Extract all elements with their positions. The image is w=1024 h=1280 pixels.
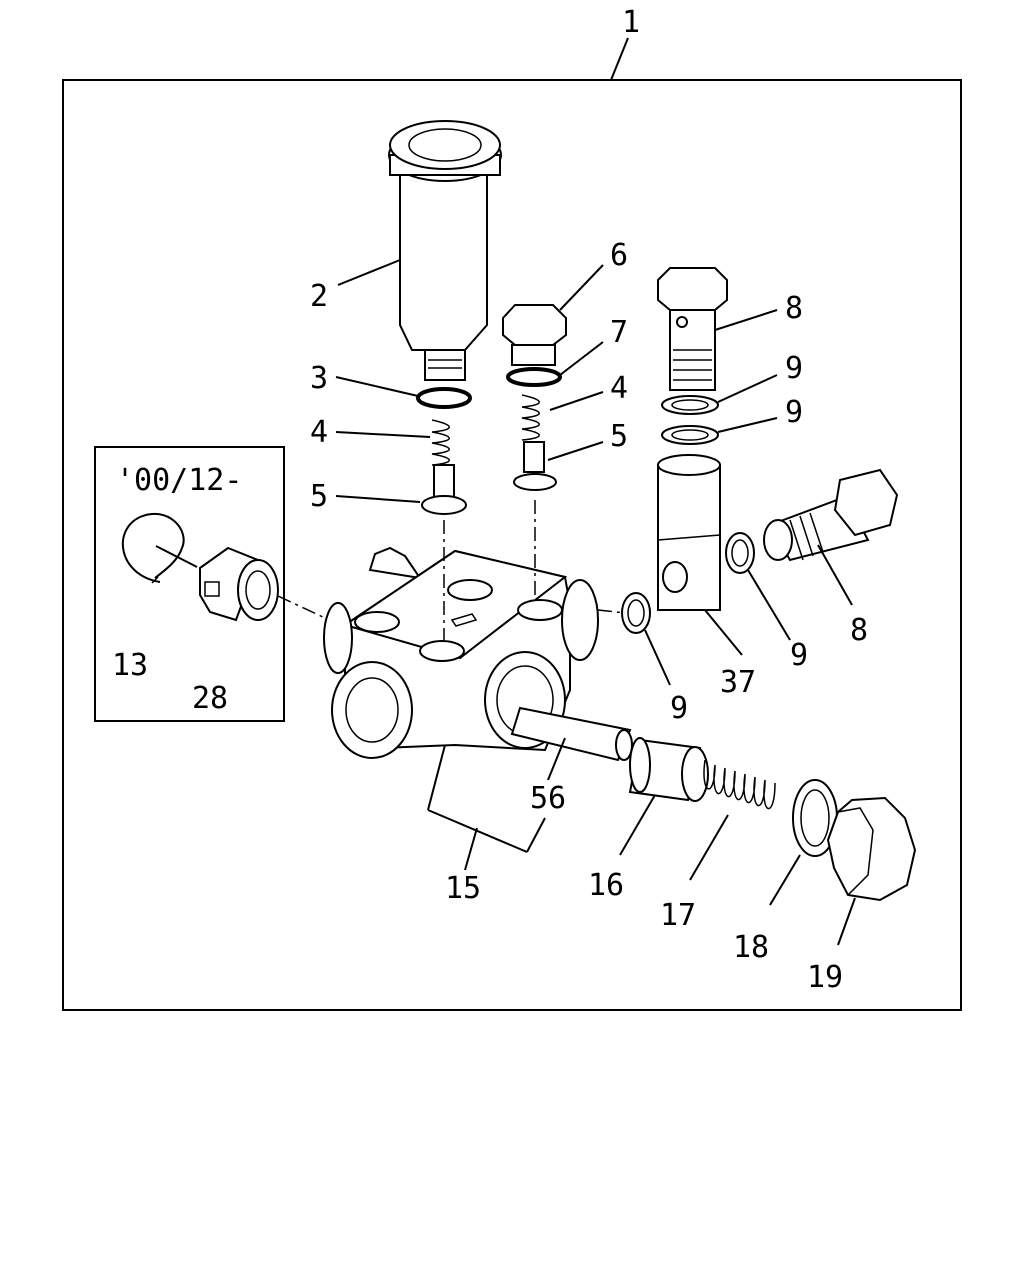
o-ring-7 xyxy=(506,367,562,387)
callout-5: 5 xyxy=(310,479,328,514)
washer-9-b xyxy=(661,425,719,445)
snap-ring-13 xyxy=(122,512,198,584)
hand-pump-2 xyxy=(337,120,502,381)
washer-9-c xyxy=(621,592,651,634)
callout-18: 18 xyxy=(733,930,769,965)
callout-15: 15 xyxy=(445,871,481,906)
callout-9: 9 xyxy=(670,691,688,726)
callout-28: 28 xyxy=(192,681,228,716)
pump-body-15 xyxy=(323,546,599,871)
callout-9: 9 xyxy=(790,638,808,673)
assembly-frame xyxy=(62,79,962,1011)
eye-bolt-8-top xyxy=(657,267,778,391)
callout-4: 4 xyxy=(610,371,628,406)
spring-4-right xyxy=(521,391,604,441)
plug-bolt-19 xyxy=(826,796,917,946)
callout-13: 13 xyxy=(112,648,148,683)
housing-37 xyxy=(657,454,743,656)
callout-7: 7 xyxy=(610,315,628,350)
eye-bolt-8-side xyxy=(763,468,899,606)
callout-19: 19 xyxy=(807,960,843,995)
callout-2: 2 xyxy=(310,279,328,314)
piston-16 xyxy=(619,737,709,856)
callouts: 1 2 3 4 5 6 7 4 5 8 9 9 8 9 37 9 13 28 5… xyxy=(112,5,868,995)
callout-9: 9 xyxy=(785,395,803,430)
callout-37: 37 xyxy=(720,665,756,700)
callout-1: 1 xyxy=(622,5,640,40)
pin-56 xyxy=(510,706,633,781)
callout-6: 6 xyxy=(610,238,628,273)
callout-5: 5 xyxy=(610,419,628,454)
plug-6 xyxy=(502,264,604,366)
o-ring-3 xyxy=(416,387,472,409)
callout-4: 4 xyxy=(310,415,328,450)
callout-8: 8 xyxy=(785,291,803,326)
washer-9-a xyxy=(661,395,719,415)
inset-date-label: '00/12- xyxy=(116,463,242,498)
callout-16: 16 xyxy=(588,868,624,903)
callout-56: 56 xyxy=(530,781,566,816)
valve-5-left xyxy=(335,464,467,640)
spring-17 xyxy=(689,759,776,881)
valve-5-right xyxy=(513,441,604,600)
sleeve-28 xyxy=(199,546,326,622)
washer-9-d xyxy=(725,532,755,574)
inset-box: '00/12- xyxy=(94,446,285,722)
callout-17: 17 xyxy=(660,898,696,933)
spring-4-left xyxy=(335,419,450,466)
callout-3: 3 xyxy=(310,361,328,396)
callout-8: 8 xyxy=(850,613,868,648)
callout-9: 9 xyxy=(785,351,803,386)
